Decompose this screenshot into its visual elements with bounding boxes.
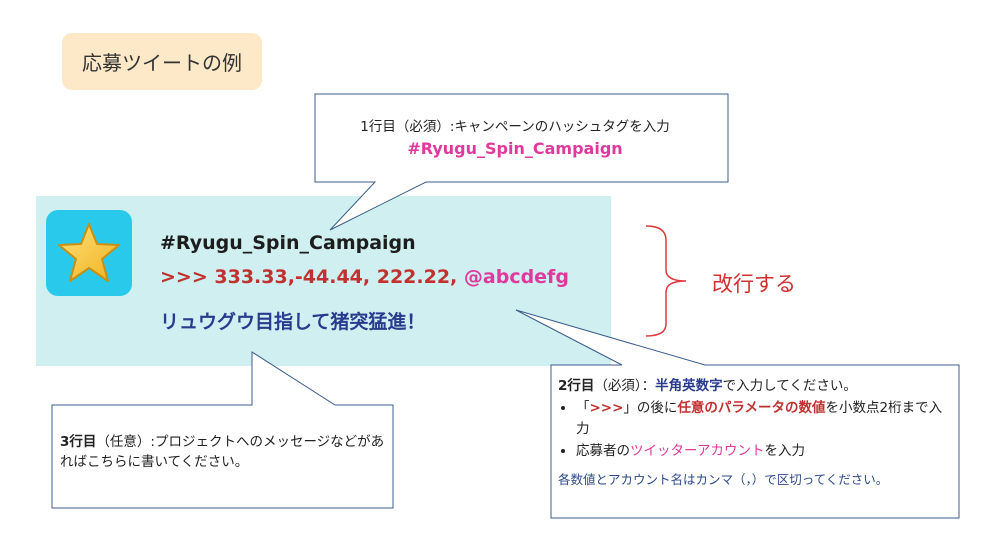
callout-line2-note: 各数値とアカウント名はカンマ（，）で区切ってください。 xyxy=(558,472,889,487)
page-title: 応募ツイートの例 xyxy=(62,33,262,90)
callout-line1-hashtag: #Ryugu_Spin_Campaign xyxy=(407,139,623,159)
star-icon xyxy=(58,223,120,282)
callout-line2: 2行目（必須）：半角英数字で入力してください。 「>>>」の後に任意のパラメータ… xyxy=(558,376,953,490)
tweet-handle: @abcdefg xyxy=(463,266,569,288)
tweet-parameters: >>> 333.33,-44.44, 222.22, @abcdefg xyxy=(160,266,569,288)
callout-line1-desc: 1行目（必須）:キャンペーンのハッシュタグを入力 xyxy=(360,119,670,135)
list-item: 「>>>」の後に任意のパラメータの数値を小数点2桁まで入力 xyxy=(576,398,953,439)
callout-line2-list: 「>>>」の後に任意のパラメータの数値を小数点2桁まで入力 応募者のツイッターア… xyxy=(558,398,953,461)
avatar xyxy=(46,210,132,296)
callout-line3: 3行目（任意）:プロジェクトへのメッセージなどがあればこちらに書いてください。 xyxy=(60,434,385,471)
callout-line2-heading: 2行目（必須）：半角英数字で入力してください。 xyxy=(558,378,857,394)
list-item: 応募者のツイッターアカウントを入力 xyxy=(576,441,953,461)
tweet-numbers: >>> 333.33,-44.44, 222.22, xyxy=(160,266,464,288)
callout-line1: 1行目（必須）:キャンペーンのハッシュタグを入力 #Ryugu_Spin_Cam… xyxy=(320,117,710,161)
tweet-message: リュウグウ目指して猪突猛進！ xyxy=(160,311,426,333)
tweet-hashtag: #Ryugu_Spin_Campaign xyxy=(160,232,416,254)
newline-annotation: 改行する xyxy=(712,272,796,296)
